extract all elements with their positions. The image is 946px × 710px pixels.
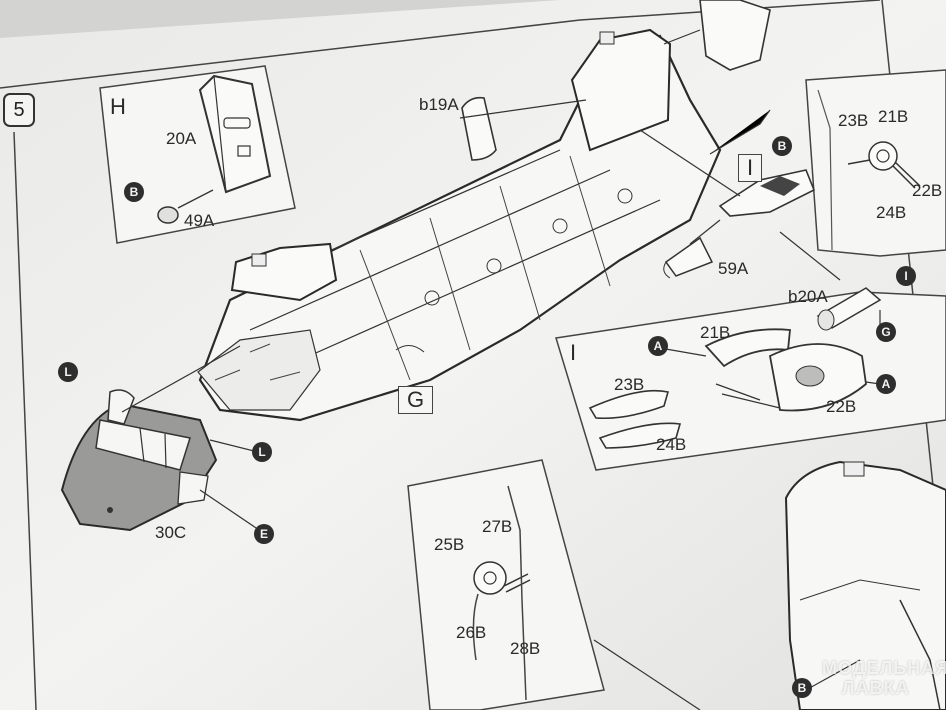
part-23b-detail: 23B xyxy=(614,375,645,394)
part-27b: 27B xyxy=(482,517,513,536)
part-24b: 24B xyxy=(876,203,907,222)
part-21b-detail: 21B xyxy=(700,323,731,342)
part-49a: 49A xyxy=(184,211,215,230)
watermark-line2: ЛАВКА xyxy=(842,678,910,698)
step-number: 5 xyxy=(3,93,35,127)
part-30c: 30C xyxy=(155,523,187,542)
part-26b: 26B xyxy=(456,623,487,642)
part-59a: 59A xyxy=(718,259,749,278)
callout-b-bottom: B xyxy=(792,678,812,698)
box-label-g: G xyxy=(398,386,434,414)
part-28b: 28B xyxy=(510,639,541,658)
part-21b: 21B xyxy=(878,107,909,126)
watermark-line1: МОДЕЛЬНАЯ xyxy=(822,658,946,678)
part-22b: 22B xyxy=(912,181,943,200)
callout-b-h: B xyxy=(124,182,144,202)
box-label-h: H xyxy=(110,94,126,119)
callout-l-top: L xyxy=(58,362,78,382)
callout-a-right: A xyxy=(876,374,896,394)
box-label-i-detail: I xyxy=(570,340,577,365)
callout-e: E xyxy=(254,524,274,544)
part-25b: 25B xyxy=(434,535,465,554)
callout-g: G xyxy=(876,322,896,342)
part-23b: 23B xyxy=(838,111,869,130)
part-20a: 20A xyxy=(166,129,197,148)
callout-b-i: B xyxy=(772,136,792,156)
callout-i: I xyxy=(896,266,916,286)
part-24b-detail: 24B xyxy=(656,435,687,454)
part-22b-detail: 22B xyxy=(826,397,857,416)
callout-a-left: A xyxy=(648,336,668,356)
part-b19a: b19A xyxy=(419,95,459,114)
box-label-i: I xyxy=(738,154,763,182)
callout-l-side: L xyxy=(252,442,272,462)
part-b20a: b20A xyxy=(788,287,828,306)
